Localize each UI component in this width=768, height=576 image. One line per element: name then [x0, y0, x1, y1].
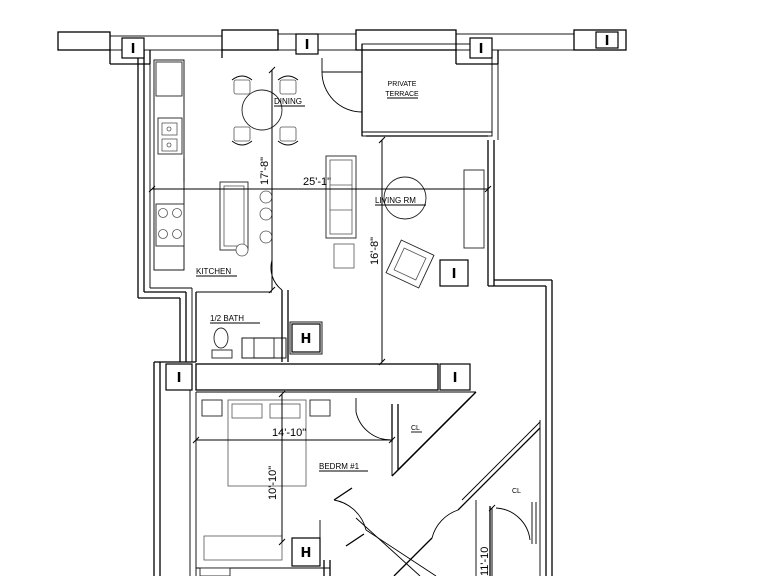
room-label-kitchen: KITCHEN: [196, 267, 231, 276]
dimension-labels: 25'-1" 17'-8" 16'-8" 14'-10" 10'-10" 11'…: [259, 157, 491, 576]
room-label-terrace-1: PRIVATE: [388, 81, 417, 88]
column-symbol: [165, 363, 193, 391]
private-terrace: [321, 43, 493, 137]
west-wall: [137, 50, 197, 576]
hvac-symbol: [291, 323, 321, 353]
column-symbols: I I I I I I I: [121, 31, 619, 391]
hvac-symbol: [291, 537, 321, 567]
dimension-width-main: 25'-1": [303, 176, 331, 188]
dining-set: [231, 75, 299, 146]
dimension-height-kitchen: 17'-8": [259, 157, 271, 185]
column-symbol: [469, 37, 493, 59]
column-symbol: [595, 31, 619, 49]
column-label: I: [452, 267, 457, 282]
interior-walls: [195, 258, 541, 576]
room-label-living: LIVING RM: [375, 196, 416, 205]
column-label: I: [305, 38, 310, 53]
room-label-terrace-2: TERRACE: [385, 91, 419, 98]
room-label-closet: CL: [512, 488, 521, 495]
dimension-height-bedroom: 10'-10": [267, 466, 279, 500]
dimension-partial: 11'-10: [479, 547, 491, 576]
dimension-lines: [148, 66, 496, 576]
bedroom-furniture: [199, 399, 331, 576]
column-label: I: [453, 371, 458, 386]
hvac-label: H: [301, 546, 312, 561]
kitchen-counters: [153, 59, 185, 271]
room-labels: DINING PRIVATE TERRACE LIVING RM KITCHEN…: [196, 81, 521, 495]
east-wall: [487, 64, 553, 576]
column-symbol: [439, 259, 469, 287]
kitchen-island: [219, 181, 273, 257]
column-label: I: [131, 42, 136, 57]
room-label-half-bath: 1/2 BATH: [210, 314, 244, 323]
room-label-bedroom: BEDRM #1: [319, 462, 360, 471]
column-label: I: [177, 371, 182, 386]
column-symbol: [439, 363, 471, 391]
dimension-height-living: 16'-8": [369, 237, 381, 265]
hvac-label: H: [301, 332, 312, 347]
column-symbol: [295, 33, 319, 55]
dimension-width-bedroom: 14'-10": [272, 427, 306, 439]
room-label-closet: CL: [411, 425, 420, 432]
column-label: I: [605, 34, 610, 49]
hvac-symbols: H H: [291, 323, 321, 567]
room-label-dining: DINING: [274, 97, 302, 106]
column-symbol: [121, 37, 145, 59]
column-label: I: [479, 42, 484, 57]
